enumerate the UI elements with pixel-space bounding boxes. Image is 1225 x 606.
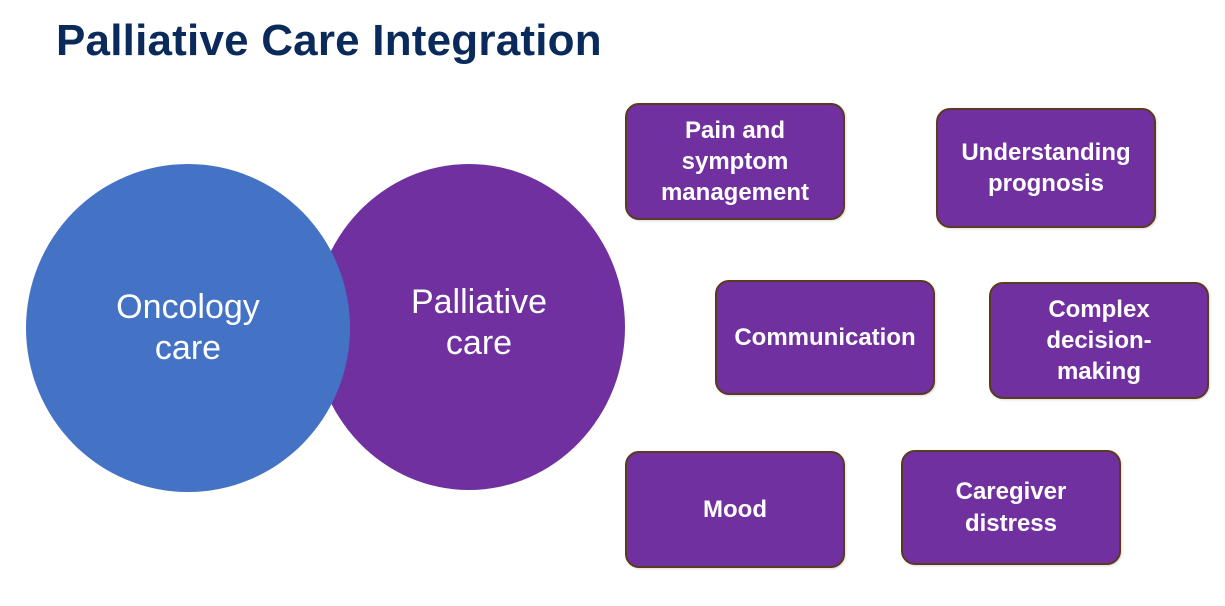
oncology-care-label: Oncology care: [116, 288, 260, 367]
palliative-care-circle: Palliative care: [313, 164, 625, 490]
domain-box-pain: Pain and symptom management: [625, 103, 845, 220]
domain-label-prognosis: Understanding prognosis: [961, 138, 1131, 197]
domain-box-prognosis: Understanding prognosis: [936, 108, 1156, 228]
domain-label-mood: Mood: [703, 495, 767, 523]
domain-box-mood: Mood: [625, 451, 845, 568]
domain-label-caregiver-distress: Caregiver distress: [955, 478, 1067, 537]
palliative-care-label: Palliative care: [410, 283, 548, 362]
domain-box-communication: Communication: [715, 280, 935, 395]
domain-label-communication: Communication: [734, 323, 916, 351]
domain-box-decision-making: Complex decision- making: [989, 282, 1209, 399]
page-title: Palliative Care Integration: [56, 16, 602, 65]
oncology-care-circle: Oncology care: [26, 164, 350, 492]
domain-box-caregiver-distress: Caregiver distress: [901, 450, 1121, 565]
domain-label-decision-making: Complex decision- making: [1046, 295, 1152, 386]
domain-label-pain: Pain and symptom management: [660, 116, 810, 207]
